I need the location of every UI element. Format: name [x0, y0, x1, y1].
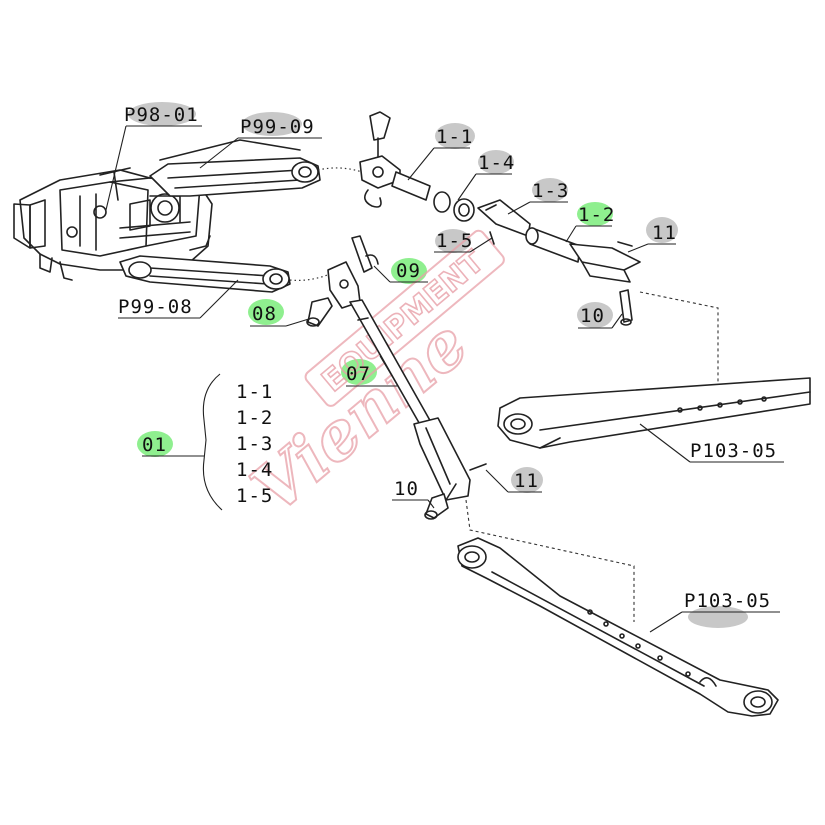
upper-link-assembly — [359, 111, 641, 326]
label-p99-08: P99-08 — [118, 296, 193, 318]
label-1-2: 1-2 — [578, 204, 615, 226]
label-10-bottom: 10 — [394, 478, 419, 500]
highlight-1-5 — [435, 229, 471, 253]
highlight-10-top — [577, 302, 613, 328]
highlight-11-top — [646, 217, 678, 243]
highlight-1-1 — [435, 123, 475, 149]
label-highlights — [128, 102, 748, 628]
label-09: 09 — [396, 260, 421, 282]
lower-lift-arm — [119, 255, 291, 293]
label-p98-01: P98-01 — [124, 104, 199, 126]
group-item-2: 1-2 — [236, 407, 273, 429]
highlight-07 — [341, 359, 377, 385]
lower-lower-link — [457, 537, 779, 717]
highlight-p99-09 — [242, 112, 302, 136]
label-08: 08 — [252, 303, 277, 325]
label-10-top: 10 — [580, 305, 605, 327]
highlight-01 — [137, 431, 173, 457]
group-item-3: 1-3 — [236, 433, 273, 455]
group-item-1: 1-1 — [236, 381, 273, 403]
highlight-p98-01 — [128, 102, 196, 126]
dotted-link-lower — [289, 273, 331, 281]
leader-lines — [105, 125, 784, 633]
highlight-1-3 — [532, 178, 568, 202]
label-07: 07 — [346, 363, 371, 385]
label-11-top: 11 — [652, 222, 677, 244]
label-1-5: 1-5 — [436, 230, 473, 252]
label-1-1: 1-1 — [436, 126, 473, 148]
group-item-4: 1-4 — [236, 459, 273, 481]
group-item-5: 1-5 — [236, 485, 273, 507]
labels: P98-01 P99-09 P99-08 1-1 1-4 1-3 1-2 11 … — [118, 104, 777, 612]
dashed-link-upper — [639, 291, 719, 390]
upper-lift-arm — [149, 157, 321, 197]
label-1-4: 1-4 — [478, 152, 515, 174]
highlight-09 — [391, 258, 427, 284]
label-p103-05-upper: P103-05 — [690, 440, 777, 462]
label-11-bottom: 11 — [514, 470, 539, 492]
highlight-1-2 — [577, 202, 613, 226]
label-p103-05-lower: P103-05 — [684, 590, 771, 612]
highlight-08 — [248, 299, 284, 325]
highlight-11-bottom — [511, 467, 543, 493]
watermark-banner-frame — [304, 229, 505, 407]
label-01: 01 — [142, 434, 167, 456]
label-p99-09: P99-09 — [240, 116, 315, 138]
label-1-3: 1-3 — [532, 180, 569, 202]
gearbox-housing — [13, 139, 301, 281]
dotted-link-upper — [317, 167, 363, 173]
highlight-1-4 — [478, 150, 514, 174]
upper-lower-link — [497, 377, 811, 449]
dashed-link-lower — [465, 499, 635, 622]
